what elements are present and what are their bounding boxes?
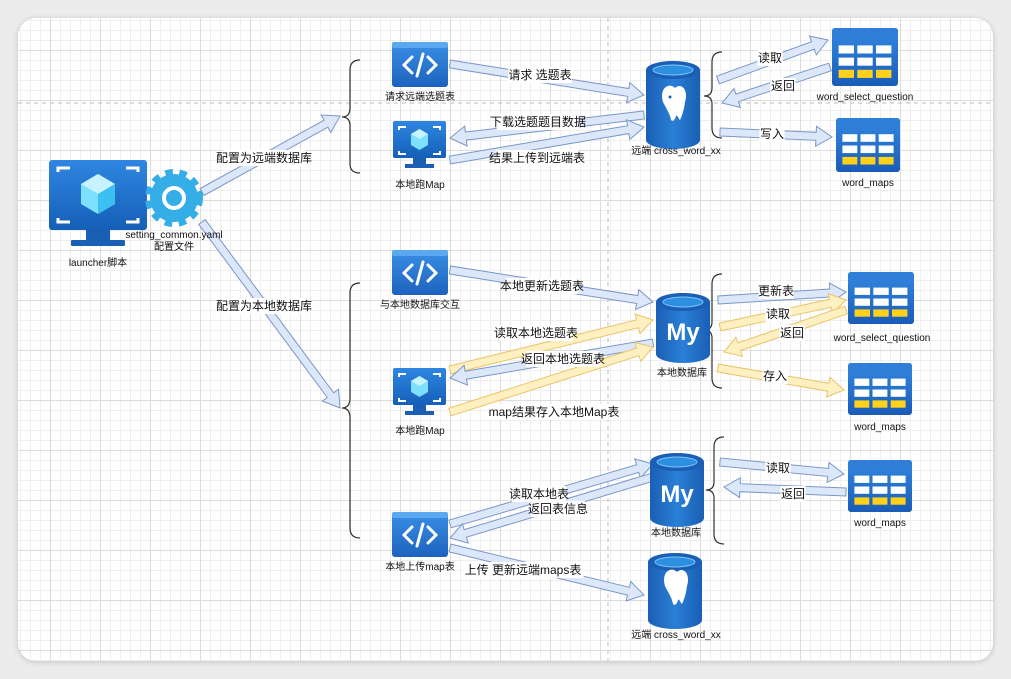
code-icon bbox=[392, 250, 448, 295]
svg-text:My: My bbox=[666, 319, 700, 346]
edge-label-store-mid: 存入 bbox=[763, 369, 787, 383]
node-label-local-upload: 本地上传map表 bbox=[385, 560, 454, 573]
brace-remote-db bbox=[703, 51, 723, 139]
label-background bbox=[488, 404, 620, 420]
edge-label-return-top: 返回 bbox=[771, 79, 795, 93]
edge-label-return-mid: 返回 bbox=[780, 326, 804, 340]
code-icon bbox=[392, 512, 448, 557]
label-background bbox=[526, 351, 600, 367]
label-background bbox=[512, 486, 566, 502]
node-label-word-maps-top: word_maps bbox=[841, 178, 894, 189]
edge-label-read-local-table: 读取本地表 bbox=[509, 487, 569, 501]
node-label-local-map-local: 本地跑Map bbox=[395, 424, 445, 437]
node-label-local-db-2: 本地数据库 bbox=[651, 526, 701, 539]
node-label-setting-file: setting_common.yaml bbox=[125, 230, 222, 241]
edge-label-download-questions: 下载选题题目数据 bbox=[490, 114, 586, 129]
node-label-remote-db-bottom: 远端 cross_word_xx bbox=[631, 628, 720, 641]
edge-label-read-local-select: 读取本地选题表 bbox=[494, 326, 578, 340]
node-label-setting-sub: 配置文件 bbox=[154, 240, 194, 253]
edge-label-update-local: 本地更新选题表 bbox=[500, 278, 584, 293]
brace-local-db-2 bbox=[705, 436, 725, 545]
postgres-database-icon bbox=[646, 61, 700, 149]
edge-label-return-local-select: 返回本地选题表 bbox=[521, 352, 605, 366]
edge-label-read-top: 读取 bbox=[758, 51, 782, 65]
braces bbox=[341, 51, 725, 545]
mysql-database-icon: My bbox=[650, 453, 704, 527]
node-label-word-maps-low: word_maps bbox=[853, 518, 906, 529]
brace-local bbox=[341, 282, 361, 539]
postgres-database-icon bbox=[648, 553, 702, 629]
label-background bbox=[762, 368, 788, 384]
label-background bbox=[508, 67, 572, 83]
label-background bbox=[222, 150, 306, 166]
label-background bbox=[759, 126, 785, 142]
label-background bbox=[496, 114, 580, 130]
edge-label-request-select: 请求 选题表 bbox=[508, 68, 571, 82]
arrow-map-store bbox=[448, 341, 654, 417]
label-background bbox=[222, 298, 306, 314]
edge-label-return-table-info: 返回表信息 bbox=[528, 501, 588, 516]
node-label-word-select-question-mid: word_select_question bbox=[833, 333, 931, 344]
edge-label-config-local: 配置为本地数据库 bbox=[216, 298, 312, 313]
label-background bbox=[765, 460, 791, 476]
label-background bbox=[770, 78, 796, 94]
brace-remote bbox=[341, 59, 361, 174]
node-label-remote-db-top: 远端 cross_word_xx bbox=[631, 144, 720, 157]
code-icon bbox=[392, 42, 448, 87]
label-background bbox=[765, 306, 791, 322]
edge-label-update-table: 更新表 bbox=[758, 283, 794, 298]
edge-label-config-remote: 配置为远端数据库 bbox=[216, 150, 312, 165]
label-background bbox=[758, 283, 794, 299]
node-label-local-map-remote: 本地跑Map bbox=[395, 178, 445, 191]
edge-label-write-top: 写入 bbox=[760, 127, 784, 141]
edge-label-return-low: 返回 bbox=[781, 487, 805, 501]
label-background bbox=[499, 325, 573, 341]
mysql-database-icon: My bbox=[656, 293, 710, 363]
edge-label-read-low: 读取 bbox=[766, 461, 790, 475]
svg-text:My: My bbox=[660, 481, 694, 508]
edge-label-upload-result: 结果上传到远端表 bbox=[489, 150, 585, 165]
table-icon bbox=[848, 363, 912, 415]
node-label-word-select-question-top: word_select_question bbox=[816, 92, 914, 103]
table-icon bbox=[836, 118, 900, 172]
node-label-word-maps-mid: word_maps bbox=[853, 422, 906, 433]
monitor-icon bbox=[49, 160, 147, 246]
node-label-local-interact: 与本地数据库交互 bbox=[380, 298, 460, 311]
label-background bbox=[757, 50, 783, 66]
edge-label-read-mid: 读取 bbox=[766, 307, 790, 321]
label-background bbox=[495, 150, 579, 166]
label-background bbox=[779, 325, 805, 341]
label-background bbox=[505, 278, 579, 294]
node-label-local-db-1: 本地数据库 bbox=[657, 366, 707, 379]
label-background bbox=[462, 562, 584, 578]
table-icon bbox=[848, 460, 912, 512]
monitor-icon bbox=[393, 368, 446, 415]
monitor-icon bbox=[393, 121, 446, 168]
label-background bbox=[780, 486, 806, 502]
gear-icon bbox=[145, 169, 203, 227]
edge-label-upload-remote-maps: 上传 更新远端maps表 bbox=[465, 562, 582, 577]
arrow-read-local-select bbox=[448, 313, 654, 375]
table-icon bbox=[832, 28, 898, 86]
table-icon bbox=[848, 272, 914, 324]
label-background bbox=[531, 501, 585, 517]
edge-label-map-store: map结果存入本地Map表 bbox=[489, 405, 620, 419]
node-label-launcher: launcher脚本 bbox=[69, 256, 127, 269]
node-label-remote-select-request: 请求远端选题表 bbox=[385, 90, 455, 103]
